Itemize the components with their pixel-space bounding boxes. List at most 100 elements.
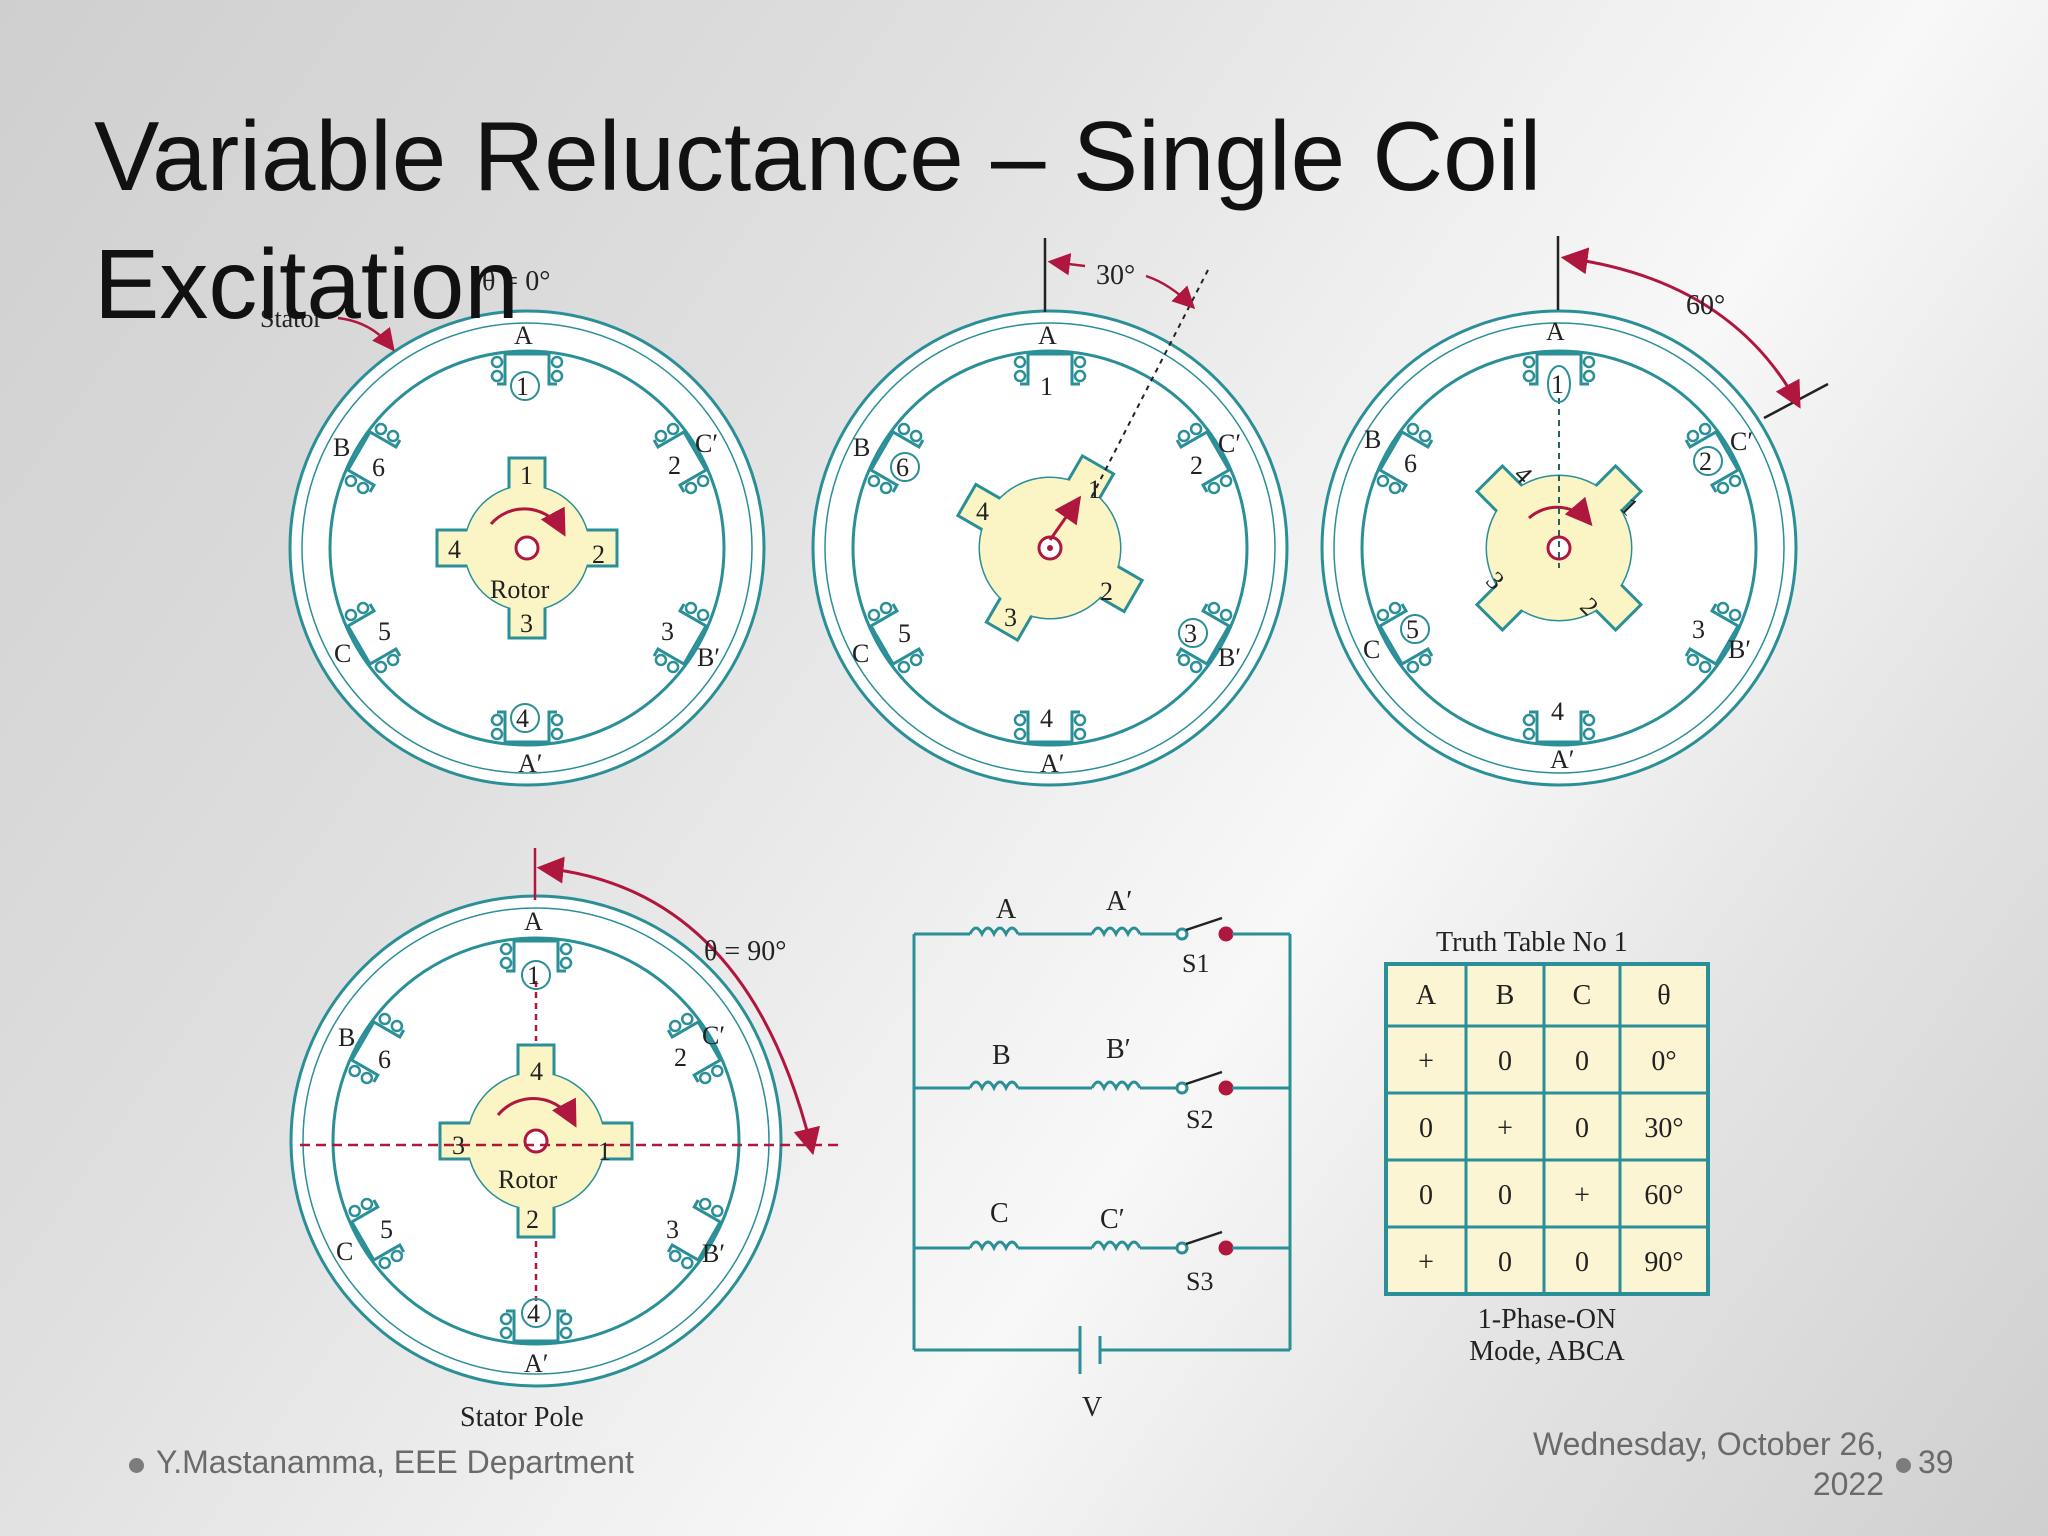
pole-number: 4 [1551, 697, 1564, 726]
table-cell: 90° [1644, 1247, 1683, 1278]
pole-label: C [336, 1237, 353, 1266]
pole-label: C [1363, 635, 1380, 664]
pole-number: 5 [1406, 615, 1419, 644]
pole-number: 5 [380, 1215, 393, 1244]
rotor-tooth-number: 3 [1004, 603, 1017, 632]
pole-number: 3 [661, 617, 674, 646]
table-cell: 0° [1651, 1046, 1676, 1077]
pole-number: 2 [1699, 447, 1712, 476]
rotor-tooth-number: 3 [452, 1131, 465, 1160]
pole-number: 4 [1040, 704, 1053, 733]
pole-label: B′ [1728, 635, 1751, 664]
pole-label: B [1364, 425, 1381, 454]
label-rotor: Rotor [490, 575, 550, 604]
table-cell: + [1574, 1180, 1590, 1211]
header-cell: C [1573, 980, 1592, 1011]
pole-label: A [1038, 321, 1057, 350]
table-cell: + [1418, 1247, 1434, 1278]
pole-number: 1 [1040, 372, 1053, 401]
label-stator-pole: Stator Pole [460, 1402, 584, 1433]
page-number: 39 [1918, 1444, 1954, 1480]
coil-label-c: C [990, 1198, 1009, 1229]
rotor-tooth-number: 2 [526, 1205, 539, 1234]
truth-table-caption-line1: 1-Phase-ON [1478, 1304, 1616, 1335]
pole-label: C′ [702, 1021, 725, 1050]
pole-number: 3 [1692, 615, 1705, 644]
table-cell: 0 [1575, 1247, 1589, 1278]
pole-label: C [852, 639, 869, 668]
rotor-tooth-number: 3 [520, 609, 533, 638]
pole-label: A [524, 907, 543, 936]
table-cell: 30° [1644, 1113, 1683, 1144]
motor-diagram-0deg: Stator θ = 0° A C′ B′ A′ C B 1 2 3 4 5 6… [260, 266, 766, 787]
footer-date: Wednesday, October 26, 2022 [1532, 1426, 1884, 1502]
pole-number: 1 [516, 372, 529, 401]
footer-author: Y.Mastanamma, EEE Department [156, 1444, 634, 1480]
table-cell: 60° [1644, 1180, 1683, 1211]
pole-label: C′ [1218, 429, 1241, 458]
rotor-tooth-number: 1 [598, 1137, 611, 1166]
pole-label: C′ [1730, 427, 1753, 456]
rotor-tooth-number: 4 [530, 1057, 543, 1086]
coil-label-a-prime: A′ [1106, 886, 1132, 917]
motor-diagram-60deg: 60° A C′ B′ A′ C B 1 2 3 4 5 6 1 2 3 4 [1320, 236, 1829, 787]
header-cell: A [1416, 980, 1437, 1011]
header-cell: θ [1657, 980, 1670, 1011]
footer-bullet-icon [129, 1458, 144, 1473]
pole-number: 5 [378, 617, 391, 646]
label-angle-0: θ = 0° [482, 266, 550, 297]
pole-label: A′ [518, 749, 542, 778]
pole-number: 6 [896, 453, 909, 482]
pole-label: B [338, 1023, 355, 1052]
footer-bullet-icon [1896, 1458, 1911, 1473]
label-angle-60: 60° [1686, 290, 1725, 321]
switch-label-s3: S3 [1186, 1267, 1213, 1296]
rotor-tooth-number: 1 [520, 461, 533, 490]
rotor-tooth-number: 4 [448, 535, 461, 564]
pole-label: B′ [697, 643, 720, 672]
table-cell: + [1497, 1113, 1513, 1144]
header-cell: B [1496, 980, 1515, 1011]
pole-number: 4 [527, 1299, 540, 1328]
coil-label-c-prime: C′ [1100, 1204, 1125, 1235]
pole-label: B′ [702, 1239, 725, 1268]
pole-number: 6 [1404, 449, 1417, 478]
pole-number: 2 [668, 451, 681, 480]
pole-number: 2 [674, 1043, 687, 1072]
pole-number: 4 [516, 704, 529, 733]
rotor-tooth-number: 2 [592, 540, 605, 569]
table-cell: 0 [1498, 1180, 1512, 1211]
pole-number: 2 [1190, 451, 1203, 480]
switch-label-s1: S1 [1182, 949, 1209, 978]
table-cell: 0 [1419, 1180, 1433, 1211]
truth-table-title: Truth Table No 1 [1436, 927, 1628, 958]
pole-label: A′ [1550, 745, 1574, 774]
rotor-tooth-number: 2 [1100, 577, 1113, 606]
label-stator: Stator [260, 304, 322, 333]
label-rotor: Rotor [498, 1165, 558, 1194]
pole-number: 1 [527, 961, 540, 990]
circuit-labels: A A′ S1 B B′ S2 C C′ S3 V [990, 886, 1213, 1423]
truth-table-caption-line2: Mode, ABCA [1469, 1336, 1625, 1367]
switch-label-s2: S2 [1186, 1105, 1213, 1134]
pole-label: B [853, 433, 870, 462]
pole-number: 6 [378, 1045, 391, 1074]
table-cell: 0 [1498, 1046, 1512, 1077]
coil-label-b: B [992, 1040, 1011, 1071]
rotor-tooth-number: 1 [1088, 475, 1101, 504]
table-cell: 0 [1419, 1113, 1433, 1144]
pole-label: A [514, 321, 533, 350]
motor-diagram-90deg: θ = 90° A C′ B′ A′ C B 1 2 3 4 5 6 4 1 2… [289, 848, 838, 1433]
table-cell: 0 [1575, 1046, 1589, 1077]
label-angle-30: 30° [1096, 260, 1135, 291]
rotor-tooth-number: 4 [976, 497, 989, 526]
table-cell: 0 [1575, 1113, 1589, 1144]
pole-number: 6 [372, 453, 385, 482]
table-cell: 0 [1498, 1247, 1512, 1278]
pole-label: C′ [695, 429, 718, 458]
excitation-circuit [912, 916, 1292, 1374]
supply-label-v: V [1082, 1392, 1102, 1423]
coil-label-a: A [996, 894, 1017, 925]
motor-diagram-30deg: 30° A C′ B′ A′ C B 1 2 3 4 5 6 1 2 3 4 [811, 238, 1289, 787]
